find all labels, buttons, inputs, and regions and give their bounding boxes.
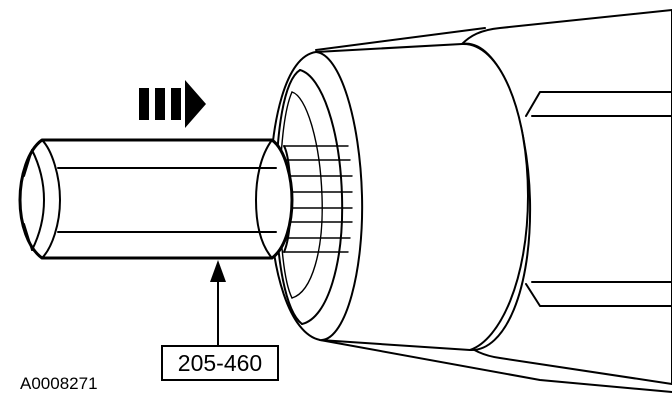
- tool-number-label: 205-460: [178, 350, 262, 376]
- special-tool-hex-driver: [18, 138, 294, 260]
- figure-id: A0008271: [20, 374, 98, 393]
- dashed-arrow-right-icon: [139, 80, 206, 128]
- callout-leader: [210, 260, 226, 347]
- tool-number-callout: 205-460: [161, 345, 279, 381]
- housing-collar: [269, 42, 529, 351]
